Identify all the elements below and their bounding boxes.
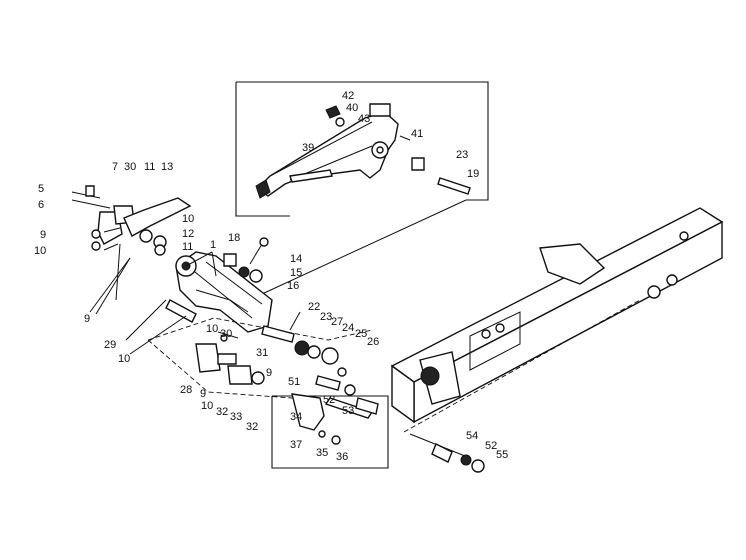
label-39: 39: [302, 142, 314, 154]
label-52: 52: [485, 440, 497, 452]
label-5: 5: [38, 183, 44, 195]
label-36: 36: [336, 451, 348, 463]
label-26: 26: [367, 336, 379, 348]
label-1: 1: [210, 239, 216, 251]
label-7: 7: [112, 161, 118, 173]
label-34: 34: [290, 411, 302, 423]
label-10: 10: [118, 353, 130, 365]
label-9: 9: [40, 229, 46, 241]
lever-inset: [235, 81, 489, 217]
label-52: 52: [323, 394, 335, 406]
label-9: 9: [200, 388, 206, 400]
label-51: 51: [288, 376, 300, 388]
label-33: 33: [230, 411, 242, 423]
label-23: 23: [456, 149, 468, 161]
label-11: 11: [144, 161, 155, 173]
label-6: 6: [38, 199, 44, 211]
label-32: 32: [216, 406, 228, 418]
label-18: 18: [228, 232, 240, 244]
bracket-assembly: [71, 185, 197, 323]
label-10: 10: [201, 400, 213, 412]
linkage-rod: [289, 169, 333, 183]
label-15: 15: [290, 267, 302, 279]
label-54: 54: [466, 430, 478, 442]
leader-lines: [95, 227, 301, 355]
label-14: 14: [290, 253, 302, 265]
label-31: 31: [256, 347, 268, 359]
label-27: 27: [331, 316, 343, 328]
label-53: 53: [342, 405, 354, 417]
label-28: 28: [180, 384, 192, 396]
label-55: 55: [496, 449, 508, 461]
label-35: 35: [316, 447, 328, 459]
label-12: 12: [182, 228, 194, 240]
label-10: 10: [206, 323, 218, 335]
label-30: 30: [220, 328, 232, 340]
label-32: 32: [246, 421, 258, 433]
label-29: 29: [104, 339, 116, 351]
label-25: 25: [355, 328, 367, 340]
cable-assembly: [403, 274, 678, 473]
label-19: 19: [467, 168, 479, 180]
label-10: 10: [34, 245, 46, 257]
label-30: 30: [124, 161, 136, 173]
main-lever: [175, 237, 273, 333]
label-41: 41: [411, 128, 423, 140]
part-labels: 42 40 43 41 39 23 19 5 6 7 30 11 13 10 9…: [34, 90, 508, 463]
lower-inset: [271, 375, 389, 469]
label-13: 13: [161, 161, 173, 173]
label-9: 9: [266, 367, 272, 379]
label-37: 37: [290, 439, 302, 451]
label-11: 11: [182, 241, 193, 253]
pivot-inset: [147, 317, 373, 401]
frame-channel: [390, 207, 724, 424]
label-9: 9: [84, 313, 90, 325]
label-16: 16: [287, 280, 299, 292]
label-40: 40: [346, 102, 358, 114]
label-10: 10: [182, 213, 194, 225]
label-43: 43: [358, 113, 370, 125]
label-24: 24: [342, 322, 354, 334]
label-42: 42: [342, 90, 354, 102]
label-22: 22: [308, 301, 320, 313]
label-23: 23: [320, 311, 332, 323]
